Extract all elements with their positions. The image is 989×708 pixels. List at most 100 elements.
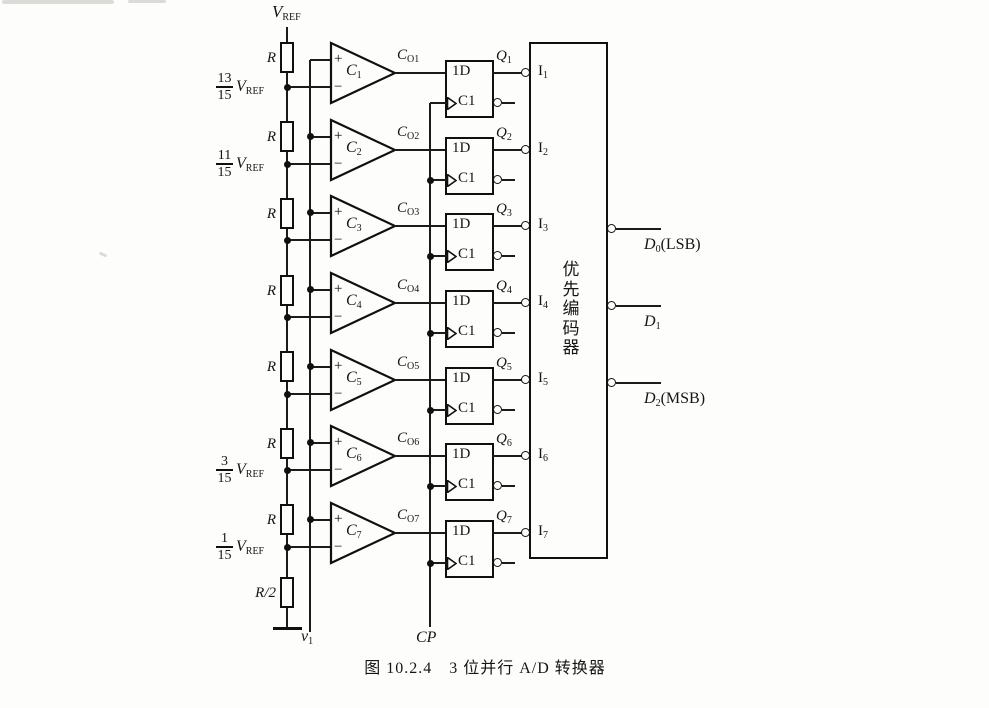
comparator-minus-sign: − bbox=[334, 232, 343, 248]
resistor-body bbox=[280, 504, 294, 535]
qbar-output-bubble bbox=[493, 328, 502, 337]
cp-junction-dot bbox=[427, 560, 434, 567]
comparator-minus-sign: − bbox=[334, 386, 343, 402]
comparator-plus-sign: + bbox=[334, 511, 343, 527]
comparator-output-label: CO3 bbox=[397, 200, 420, 218]
resistor-ladder-line bbox=[286, 27, 288, 628]
print-artifact bbox=[2, 0, 114, 4]
cp-junction-dot bbox=[427, 330, 434, 337]
q-output-label: Q2 bbox=[496, 125, 512, 143]
flipflop-c1-label: C1 bbox=[458, 323, 476, 339]
comparator-output-wire bbox=[394, 302, 446, 304]
encoder-output-label: D2(MSB) bbox=[644, 390, 706, 409]
q-output-wire bbox=[492, 149, 522, 151]
cp-line bbox=[429, 103, 431, 627]
flipflop-c1-label: C1 bbox=[458, 93, 476, 109]
q-output-label: Q1 bbox=[496, 48, 512, 66]
comparator-plus-sign: + bbox=[334, 358, 343, 374]
comparator-minus-input-wire bbox=[287, 469, 332, 471]
comparator-output-wire bbox=[394, 149, 446, 151]
comparator-minus-sign: − bbox=[334, 539, 343, 555]
tap-vref: VREF bbox=[236, 78, 265, 97]
resistor-body bbox=[280, 275, 294, 306]
qbar-stub-wire bbox=[502, 332, 515, 334]
resistor-label: R bbox=[266, 359, 276, 375]
dflipflop-box bbox=[445, 443, 494, 501]
comparator-plus-sign: + bbox=[334, 281, 343, 297]
dflipflop-box bbox=[445, 137, 494, 195]
clock-input-wire bbox=[430, 485, 447, 487]
encoder-input-bubble bbox=[521, 528, 530, 537]
ladder-tap-junction-dot bbox=[284, 314, 291, 321]
ground-icon bbox=[273, 627, 302, 630]
resistor-body bbox=[280, 198, 294, 229]
flipflop-1d-label: 1D bbox=[452, 216, 471, 232]
encoder-output-label: D0(LSB) bbox=[644, 236, 701, 255]
vin-junction-dot bbox=[307, 209, 314, 216]
priority-encoder-box bbox=[529, 42, 608, 559]
q-output-wire bbox=[492, 225, 522, 227]
resistor-label: R bbox=[266, 129, 276, 145]
comparator-triangle bbox=[329, 348, 397, 412]
resistor-label: R/2 bbox=[255, 585, 276, 601]
qbar-stub-wire bbox=[502, 562, 515, 564]
comparator-plus-input-wire bbox=[310, 366, 332, 368]
q-output-label: Q5 bbox=[496, 355, 512, 373]
encoder-input-label: I6 bbox=[538, 446, 548, 464]
encoder-output-bubble bbox=[607, 301, 616, 310]
flipflop-c1-label: C1 bbox=[458, 553, 476, 569]
encoder-input-bubble bbox=[521, 375, 530, 384]
flipflop-c1-label: C1 bbox=[458, 400, 476, 416]
comparator-triangle bbox=[329, 41, 397, 105]
comparator-name: C7 bbox=[346, 522, 362, 541]
q-output-label: Q6 bbox=[496, 431, 512, 449]
comparator-minus-sign: − bbox=[334, 79, 343, 95]
comparator-minus-sign: − bbox=[334, 462, 343, 478]
encoder-output-bubble bbox=[607, 378, 616, 387]
comparator-output-wire bbox=[394, 532, 446, 534]
flipflop-1d-label: 1D bbox=[452, 446, 471, 462]
comparator-plus-input-wire bbox=[310, 59, 332, 61]
qbar-stub-wire bbox=[502, 255, 515, 257]
comparator-triangle bbox=[329, 118, 397, 182]
ladder-tap-junction-dot bbox=[284, 84, 291, 91]
vin-junction-dot bbox=[307, 286, 314, 293]
cp-junction-dot bbox=[427, 483, 434, 490]
tap-vref: VREF bbox=[236, 155, 265, 174]
flipflop-c1-label: C1 bbox=[458, 476, 476, 492]
q-output-label: Q4 bbox=[496, 278, 512, 296]
vin-junction-dot bbox=[307, 363, 314, 370]
comparator-minus-sign: − bbox=[334, 309, 343, 325]
comparator-minus-sign: − bbox=[334, 156, 343, 172]
clock-edge-triangle-icon bbox=[447, 404, 457, 417]
comparator-plus-input-wire bbox=[310, 519, 332, 521]
comparator-output-wire bbox=[394, 379, 446, 381]
qbar-stub-wire bbox=[502, 102, 515, 104]
comparator-plus-input-wire bbox=[310, 136, 332, 138]
comparator-triangle bbox=[329, 501, 397, 565]
qbar-output-bubble bbox=[493, 251, 502, 260]
qbar-output-bubble bbox=[493, 405, 502, 414]
resistor-body bbox=[280, 428, 294, 459]
q-output-label: Q7 bbox=[496, 508, 512, 526]
resistor-body bbox=[280, 42, 294, 73]
qbar-stub-wire bbox=[502, 179, 515, 181]
ladder-tap-junction-dot bbox=[284, 544, 291, 551]
encoder-input-bubble bbox=[521, 68, 530, 77]
q-output-wire bbox=[492, 379, 522, 381]
encoder-output-label: D1 bbox=[644, 313, 661, 332]
comparator-triangle bbox=[329, 194, 397, 258]
ladder-tap-junction-dot bbox=[284, 237, 291, 244]
resistor-label: R bbox=[266, 206, 276, 222]
encoder-output-bubble bbox=[607, 224, 616, 233]
vin-junction-dot bbox=[307, 133, 314, 140]
encoder-input-label: I2 bbox=[538, 140, 548, 158]
comparator-minus-input-wire bbox=[287, 86, 332, 88]
comparator-output-wire bbox=[394, 225, 446, 227]
resistor-body bbox=[280, 351, 294, 382]
flipflop-1d-label: 1D bbox=[452, 63, 471, 79]
vin-junction-dot bbox=[307, 439, 314, 446]
comparator-minus-input-wire bbox=[287, 163, 332, 165]
